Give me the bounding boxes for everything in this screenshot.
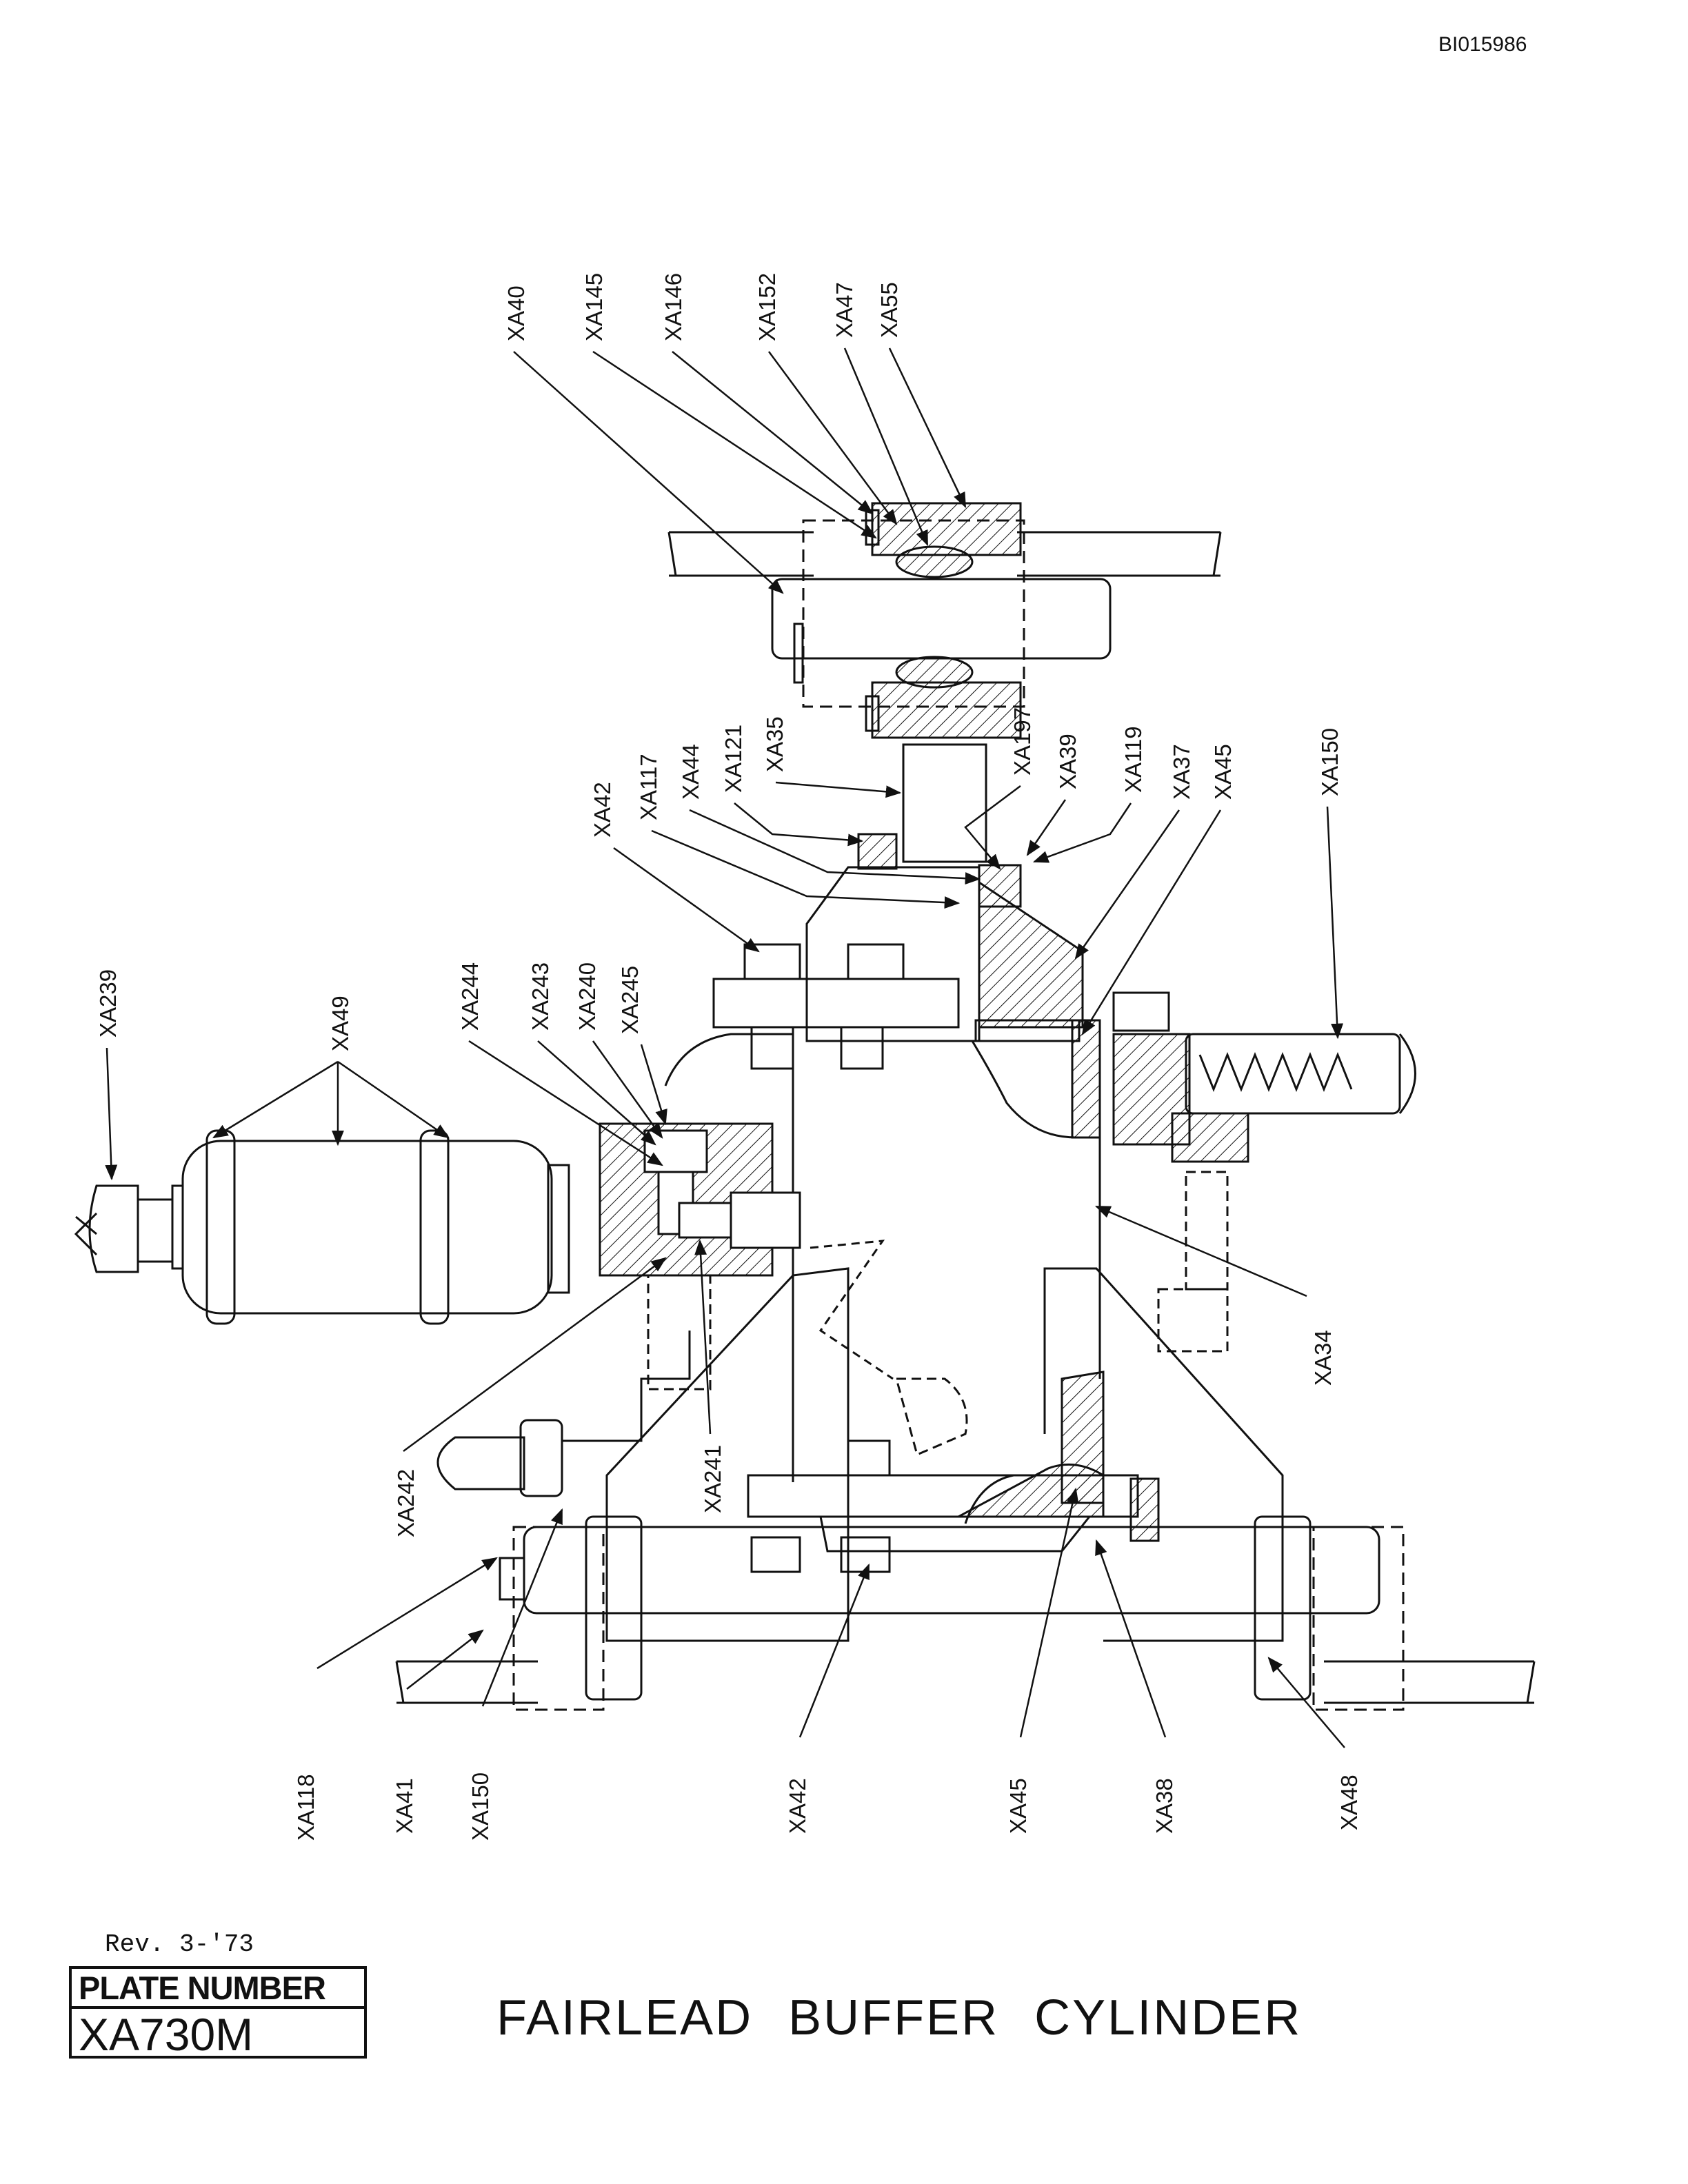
callout-xa45-top: XA45 xyxy=(1210,744,1236,800)
callout-xa45-bottom: XA45 xyxy=(1005,1778,1031,1834)
callout-xa145: XA145 xyxy=(581,273,607,341)
callout-xa37: XA37 xyxy=(1169,744,1194,800)
accumulator xyxy=(74,1129,570,1325)
relief-valve xyxy=(1112,991,1416,1353)
document-id: BI015986 xyxy=(1438,33,1527,56)
callout-xa241: XA241 xyxy=(700,1445,725,1513)
callout-xa242: XA242 xyxy=(393,1469,419,1537)
callout-xa240: XA240 xyxy=(574,962,600,1031)
callout-xa146: XA146 xyxy=(661,273,686,341)
plate-number-box: PLATE NUMBER XA730M xyxy=(69,1966,367,2060)
callout-xa55: XA55 xyxy=(876,282,902,338)
callout-xa239: XA239 xyxy=(95,969,121,1038)
callout-xa152: XA152 xyxy=(754,273,780,341)
callout-xa244: XA244 xyxy=(457,962,483,1031)
callout-xa38: XA38 xyxy=(1152,1778,1177,1834)
callout-xa150-bottom: XA150 xyxy=(468,1772,493,1841)
callout-xa42-bottom: XA42 xyxy=(785,1778,810,1834)
callout-xa41: XA41 xyxy=(392,1778,417,1834)
callout-xa48: XA48 xyxy=(1336,1775,1362,1830)
callout-xa150-right: XA150 xyxy=(1317,728,1343,796)
valve-block xyxy=(599,1033,801,1391)
callout-xa34: XA34 xyxy=(1310,1330,1336,1386)
revision-note: Rev. 3-'73 xyxy=(105,1930,254,1959)
callout-xa44: XA44 xyxy=(678,744,703,800)
cylinder-head xyxy=(712,833,1101,1139)
callout-xa117: XA117 xyxy=(636,754,661,820)
callout-xa40: XA40 xyxy=(503,285,529,341)
cylinder-body xyxy=(792,1041,1101,1524)
callout-xa39: XA39 xyxy=(1055,734,1081,789)
lower-frame xyxy=(436,1240,1284,1642)
plate-number: XA730M xyxy=(79,2009,254,2060)
callout-xa118: XA118 xyxy=(293,1774,319,1841)
callout-xa245: XA245 xyxy=(617,966,643,1034)
callout-xa49: XA49 xyxy=(328,995,353,1051)
drawing-title: FAIRLEAD BUFFER CYLINDER xyxy=(496,1990,1303,2045)
callout-xa47: XA47 xyxy=(832,282,857,338)
plate-number-label: PLATE NUMBER xyxy=(72,1969,364,2009)
callout-xa197: XA197 xyxy=(1009,707,1035,776)
callout-xa121: XA121 xyxy=(721,725,746,793)
callout-xa119: XA119 xyxy=(1121,726,1146,793)
callout-xa35: XA35 xyxy=(762,716,787,772)
callout-xa243: XA243 xyxy=(528,962,553,1031)
bottom-axle xyxy=(395,1515,1536,1711)
top-sheave-assembly xyxy=(667,502,1222,863)
callout-xa42-top: XA42 xyxy=(590,782,615,838)
